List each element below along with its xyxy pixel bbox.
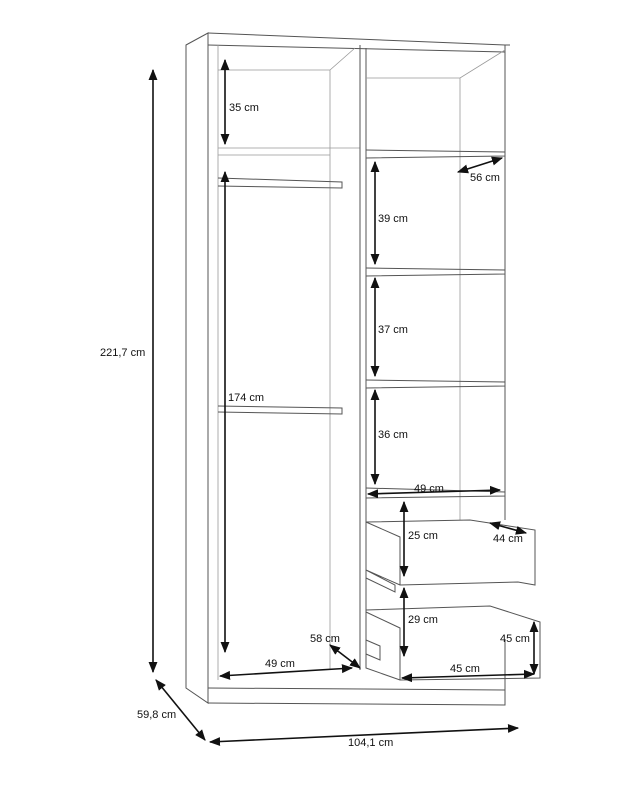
top-height-label: 35 cm: [229, 102, 259, 114]
shelf-3-label: 36 cm: [378, 429, 408, 441]
drawer-1-depth-line: [488, 521, 528, 535]
drawer-2-height-label: 29 cm: [408, 614, 438, 626]
hanging-height-label: 174 cm: [228, 392, 264, 404]
width-label: 104,1 cm: [348, 737, 393, 749]
shelf-width-line: [366, 485, 502, 499]
hanging-width-line: [218, 664, 354, 680]
width-line: [208, 723, 520, 747]
shelf-1-label: 39 cm: [378, 213, 408, 225]
depth-line: [155, 679, 206, 741]
top-depth-line: [456, 156, 504, 174]
hanging-depth-label: 58 cm: [310, 633, 340, 645]
depth-label: 59,8 cm: [137, 709, 176, 721]
hanging-width-label: 49 cm: [265, 658, 295, 670]
drawer-2-depth-label: 45 cm: [500, 633, 530, 645]
drawer-2-width-label: 45 cm: [450, 663, 480, 675]
shelf-2-label: 37 cm: [378, 324, 408, 336]
top-depth-label: 56 cm: [470, 172, 500, 184]
drawer-2-width-line: [400, 669, 536, 683]
hanging-depth-line: [329, 644, 361, 669]
total-height-label: 221,7 cm: [100, 347, 145, 359]
shelf-width-label: 49 cm: [414, 483, 444, 495]
drawer-1-height-label: 25 cm: [408, 530, 438, 542]
drawer-1-depth-label: 44 cm: [493, 533, 523, 545]
wardrobe-outline: [185, 32, 541, 706]
